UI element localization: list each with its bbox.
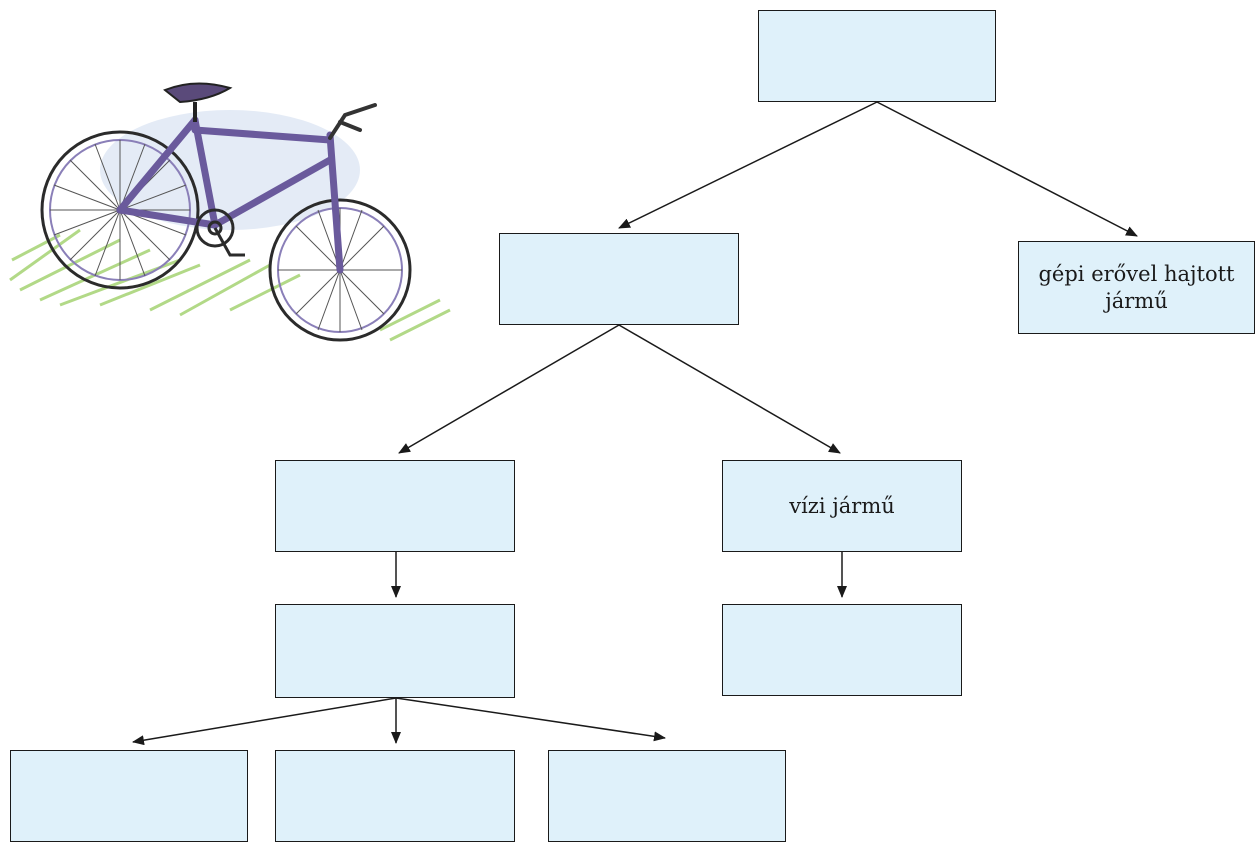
node-water-sub: [722, 604, 962, 696]
node-leaf-middle: [275, 750, 515, 842]
arrow-land-sub-to-leaf-right: [395, 697, 666, 742]
bike-handlebar: [328, 103, 377, 140]
arrow-left-category-to-water-vehicle: [618, 324, 841, 454]
arrow-root-to-left-category: [618, 101, 878, 229]
node-land-sub: [275, 604, 515, 698]
arrow-land-sub-to-leaf-left: [132, 697, 397, 746]
grass-illustration: [9, 228, 451, 342]
node-motor-vehicle: gépi erővel hajtott jármű: [1018, 241, 1255, 334]
arrow-root-to-motor-vehicle: [876, 101, 1138, 237]
node-left-category: [499, 233, 739, 325]
bicycle-icon: [9, 82, 451, 342]
node-water-vehicle: vízi jármű: [722, 460, 962, 552]
node-leaf-right: [548, 750, 786, 842]
node-root: [758, 10, 996, 102]
node-leaf-left: [10, 750, 248, 842]
node-land-vehicle: [275, 460, 515, 552]
bike-saddle: [163, 82, 233, 122]
arrow-left-category-to-land-vehicle: [398, 324, 620, 454]
bike-crank: [195, 208, 245, 257]
